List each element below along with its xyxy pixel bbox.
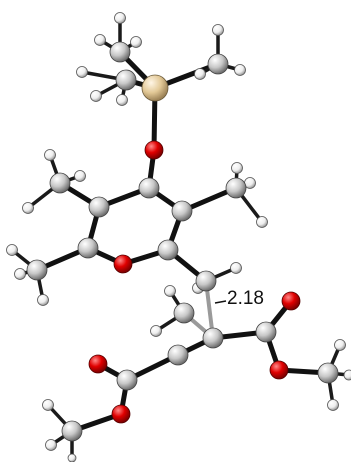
hydrogen-atom [334,339,346,351]
hydrogen-atom [194,68,206,80]
oxygen-atom [269,360,289,380]
hydrogen-atom [116,94,128,106]
carbon-atom [171,200,193,222]
carbon-atom [61,420,83,442]
oxygen-atom [113,254,133,274]
hydrogen-atom [212,24,224,36]
hydrogen-atom [37,294,49,306]
distance-leader-line [214,300,227,304]
oxygen-atom [111,404,131,424]
carbon-atom [115,69,137,91]
forming-bond-distance-label: 2.18 [227,288,264,309]
carbon-atom [157,239,179,261]
oxygen-atom [88,354,108,374]
oxygen-atom [281,291,301,311]
hydrogen-atom [230,262,242,274]
hydrogen-atom [130,36,142,48]
hydrogen-atom [22,202,34,214]
hydrogen-atom [164,285,176,297]
carbon-atom [255,321,277,343]
hydrogen-atom [42,399,54,411]
carbon-atom [88,196,110,218]
carbon-atom [77,237,99,259]
hydrogen-atom [67,453,77,462]
silicon-atom [141,74,169,102]
hydrogen-atom [231,162,243,174]
hydrogen-atom [44,149,56,161]
hydrogen-atom [343,369,351,381]
carbon-atom [167,344,189,366]
hydrogen-atom [6,244,18,256]
hydrogen-atom [114,12,126,24]
carbon-atom [195,270,217,292]
carbon-atom [109,41,131,63]
carbon-atom [207,53,229,75]
carbon-atom [202,327,224,349]
hydrogen-atom [234,64,246,76]
carbon-atom [138,177,160,199]
hydrogen-atom [256,216,268,228]
atoms [6,12,351,462]
carbon-atom [173,302,195,324]
hydrogen-atom [74,170,86,182]
carbon-atom [26,259,48,281]
hydrogen-atom [14,268,26,280]
hydrogen-atom [327,399,339,411]
carbon-atom [317,362,339,384]
hydrogen-atom [76,66,88,78]
hydrogen-atom [150,325,162,337]
bonds [10,16,351,460]
carbon-atom [49,172,71,194]
hydrogen-atom [90,90,102,102]
hydrogen-atom [45,439,57,451]
oxygen-atom [144,140,164,160]
carbon-atom [225,177,247,199]
carbon-atom [116,369,138,391]
hydrogen-atom [94,34,106,46]
